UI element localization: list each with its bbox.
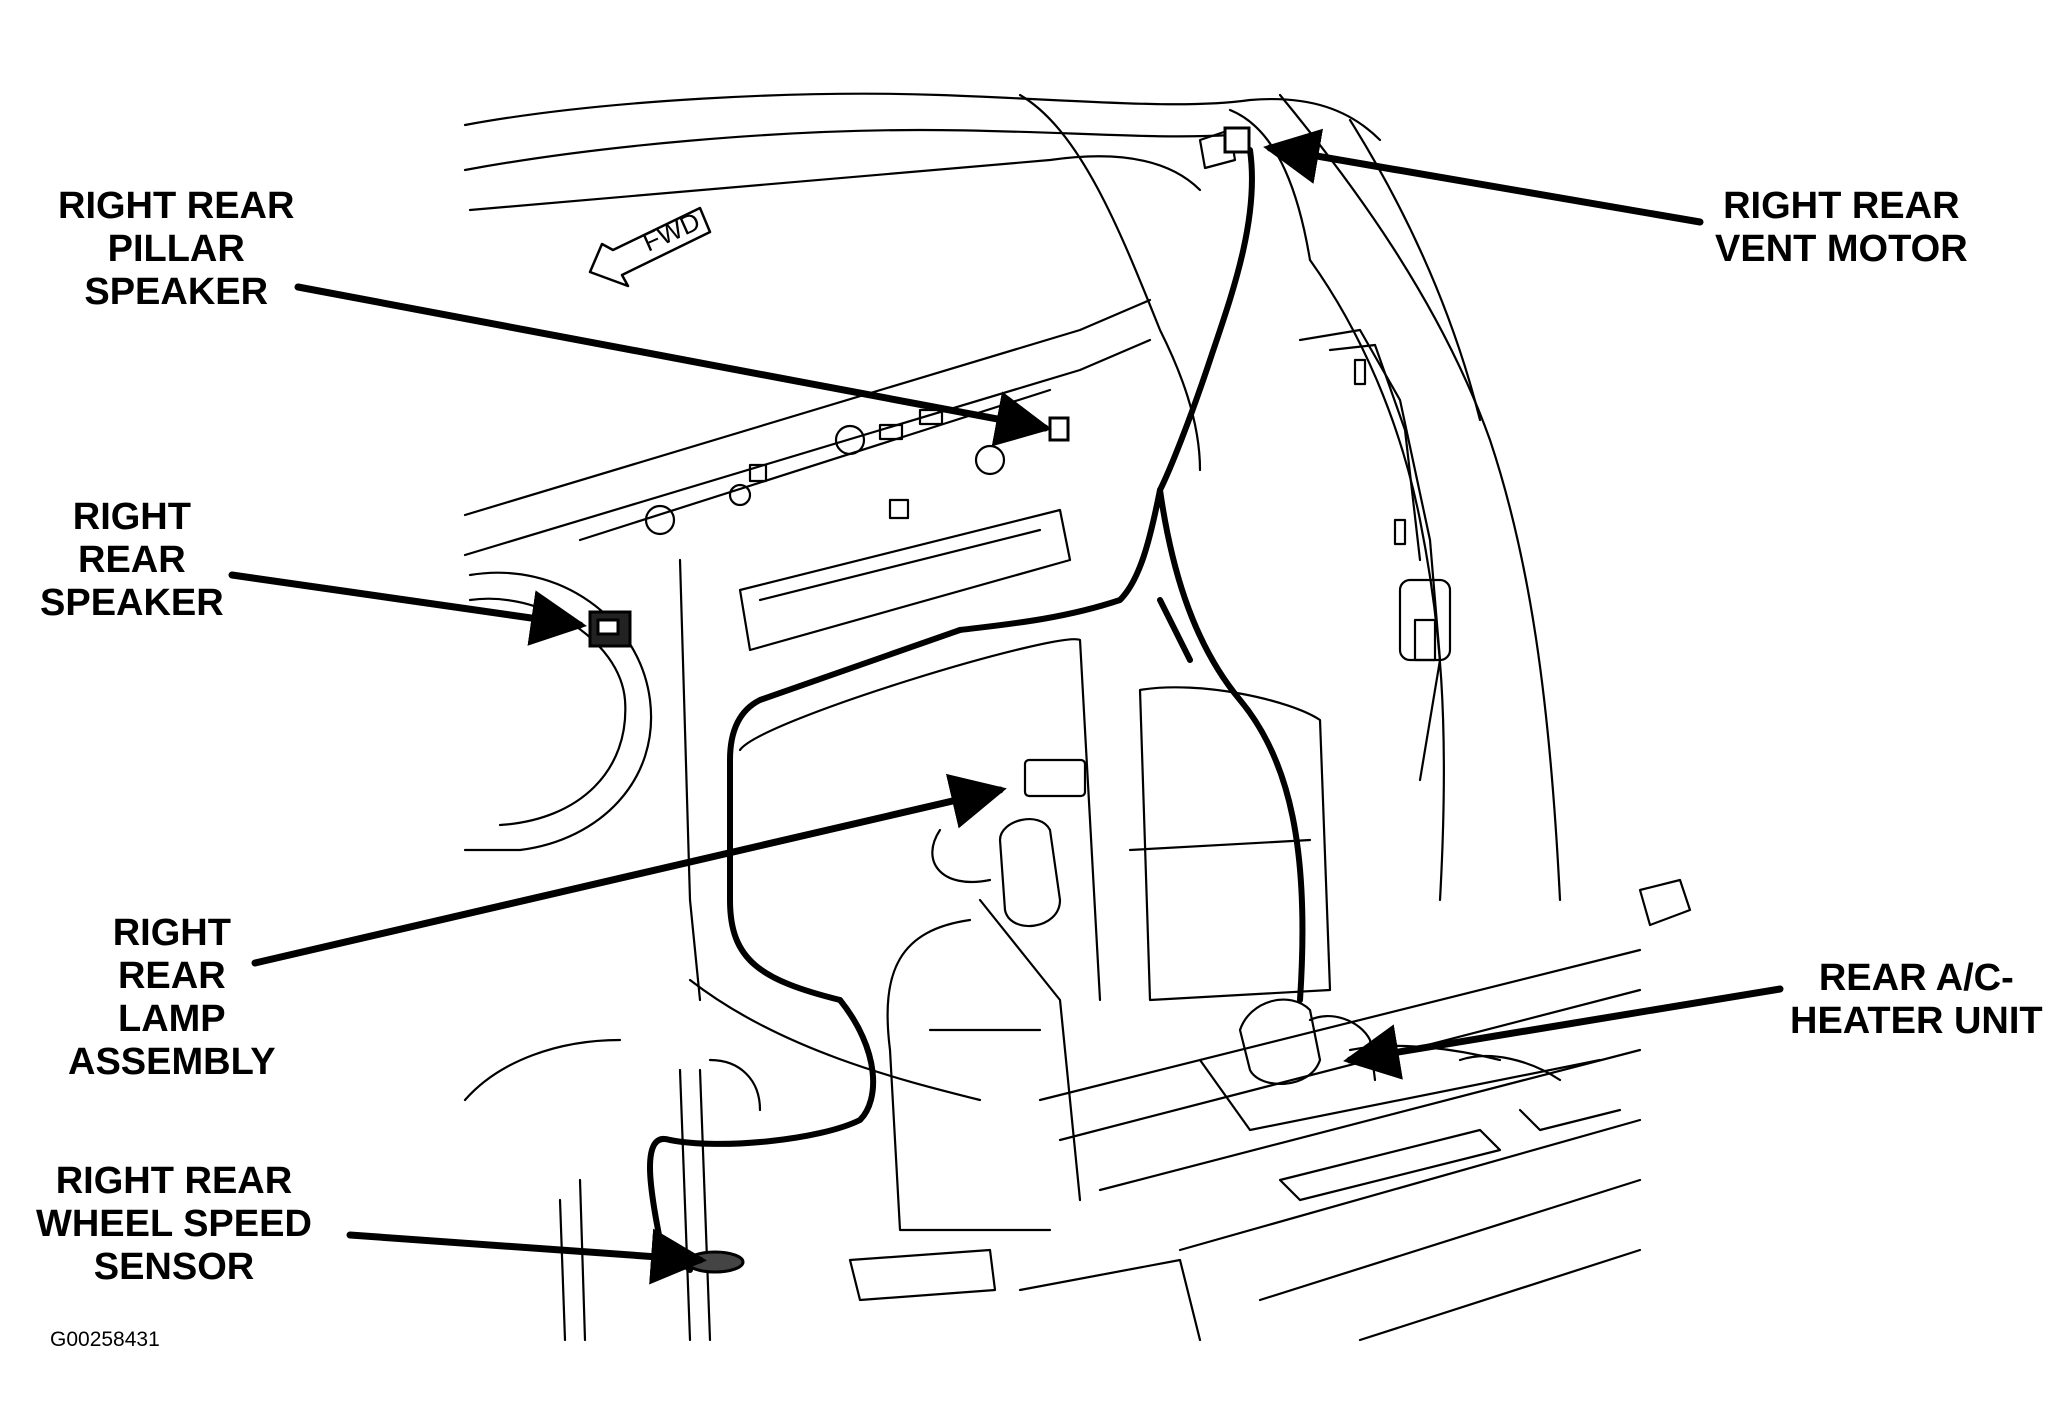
fwd-arrow-marker: FWD (588, 206, 712, 288)
callout-leader-lines (228, 128, 1784, 1285)
figure-id: G00258431 (50, 1328, 160, 1351)
wiring-harness (647, 147, 1306, 1273)
leader-vent-motor (1263, 128, 1704, 226)
leader-rear-speaker (228, 571, 587, 646)
rear-speaker-connector (588, 610, 632, 648)
leader-ac-heater (1343, 985, 1784, 1080)
component-markers (588, 126, 1251, 1274)
label-rear-ac-heater-unit: REAR A/C- HEATER UNIT (1790, 957, 2043, 1042)
label-right-rear-vent-motor: RIGHT REAR VENT MOTOR (1715, 185, 1968, 270)
leader-pillar-speaker (294, 283, 1052, 447)
vehicle-body-lineart (463, 92, 1692, 1342)
label-right-rear-speaker: RIGHT REAR SPEAKER (40, 496, 224, 624)
label-right-rear-wheel-speed-sensor: RIGHT REAR WHEEL SPEED SENSOR (36, 1160, 312, 1288)
leader-wheel-speed-sensor (346, 1228, 707, 1285)
leader-lamp-assembly (251, 773, 1007, 967)
label-right-rear-pillar-speaker: RIGHT REAR PILLAR SPEAKER (58, 185, 295, 313)
pillar-speaker-connector (1048, 416, 1070, 442)
label-right-rear-lamp-assembly: RIGHT REAR LAMP ASSEMBLY (68, 912, 276, 1083)
vent-motor-connector (1223, 126, 1251, 154)
